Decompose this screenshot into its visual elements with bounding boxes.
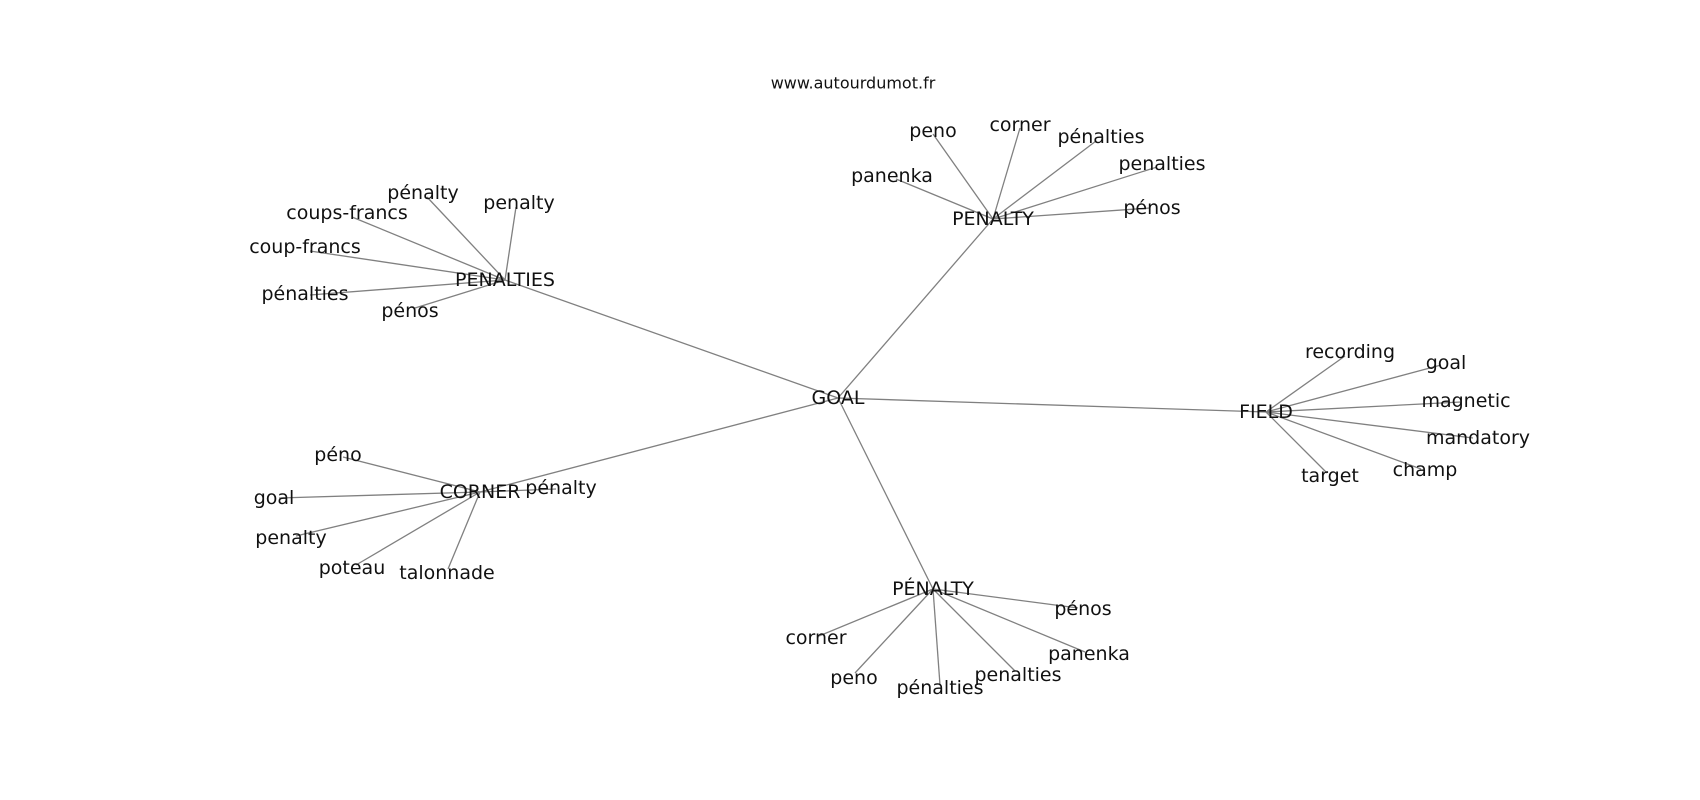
edge-cluster-to-leaf — [818, 588, 934, 637]
leaf-node-label[interactable]: goal — [254, 487, 295, 509]
leaf-node-label[interactable]: champ — [1393, 459, 1458, 481]
cluster-node-label[interactable]: CORNER — [440, 481, 521, 503]
leaf-node-label[interactable]: penalty — [255, 527, 326, 549]
edge-cluster-to-leaf — [309, 279, 506, 296]
leaf-node-label[interactable]: pénalties — [896, 677, 983, 699]
leaf-node-label[interactable]: pénos — [381, 300, 438, 322]
edge-root-to-cluster — [837, 218, 994, 399]
edge-cluster-to-leaf — [1265, 355, 1346, 413]
edge-cluster-to-leaf — [932, 133, 994, 220]
edge-root-to-cluster — [479, 397, 839, 493]
edge-cluster-to-leaf — [992, 207, 1151, 220]
leaf-node-label[interactable]: pénalties — [261, 283, 348, 305]
edge-cluster-to-leaf — [992, 166, 1158, 220]
leaf-node-label[interactable]: coup-francs — [249, 236, 361, 258]
edge-cluster-to-leaf — [309, 250, 506, 281]
leaf-node-label[interactable]: poteau — [319, 557, 386, 579]
edge-cluster-to-leaf — [479, 488, 557, 493]
edge-cluster-to-leaf — [932, 588, 1086, 653]
leaf-node-label[interactable]: penalties — [1118, 153, 1205, 175]
edge-cluster-to-leaf — [351, 216, 506, 281]
cluster-node-label[interactable]: PÉNALTY — [892, 577, 974, 600]
leaf-node-label[interactable]: talonnade — [399, 562, 494, 584]
leaf-node-label[interactable]: recording — [1305, 341, 1395, 363]
graph-edges — [278, 127, 1474, 686]
leaf-node-label[interactable]: pénalties — [1057, 126, 1144, 148]
edge-cluster-to-leaf — [1265, 411, 1422, 470]
edge-cluster-to-leaf — [932, 588, 941, 686]
leaf-node-label[interactable]: goal — [1426, 352, 1467, 374]
edge-cluster-to-leaf — [278, 491, 481, 499]
cluster-node-label[interactable]: FIELD — [1239, 401, 1293, 423]
cluster-node-label[interactable]: PENALTIES — [455, 269, 555, 291]
edge-cluster-to-leaf — [932, 588, 1016, 672]
edge-root-to-cluster — [837, 397, 1267, 413]
leaf-node-label[interactable]: peno — [909, 120, 956, 142]
edge-cluster-to-leaf — [504, 206, 517, 281]
leaf-node-label[interactable]: corner — [989, 114, 1050, 136]
leaf-node-label[interactable]: pénos — [1054, 598, 1111, 620]
edge-root-to-cluster — [504, 279, 839, 399]
leaf-node-label[interactable]: mandatory — [1426, 427, 1530, 449]
leaf-node-label[interactable]: target — [1301, 465, 1359, 487]
source-credit: www.autourdumot.fr — [771, 74, 936, 93]
edge-cluster-to-leaf — [342, 456, 481, 493]
leaf-node-label[interactable]: pénalty — [387, 182, 458, 204]
edge-cluster-to-leaf — [447, 491, 481, 570]
edge-cluster-to-leaf — [992, 140, 1097, 220]
leaf-node-label[interactable]: magnetic — [1421, 390, 1510, 412]
edge-cluster-to-leaf — [895, 178, 994, 220]
edge-cluster-to-leaf — [992, 127, 1021, 220]
graph-labels: www.autourdumot.fr GOAL PENALTIES pénalty… — [249, 74, 1530, 700]
leaf-node-label[interactable]: peno — [830, 667, 877, 689]
edge-cluster-to-leaf — [1265, 411, 1328, 474]
edge-cluster-to-leaf — [414, 279, 506, 309]
edge-cluster-to-leaf — [355, 491, 481, 566]
edge-cluster-to-leaf — [854, 588, 934, 674]
edge-cluster-to-leaf — [1265, 411, 1474, 439]
leaf-node-label[interactable]: penalty — [483, 192, 554, 214]
leaf-node-label[interactable]: pénalty — [525, 477, 596, 499]
leaf-node-label[interactable]: penalties — [974, 664, 1061, 686]
edge-cluster-to-leaf — [1265, 364, 1442, 413]
leaf-node-label[interactable]: pénos — [1123, 197, 1180, 219]
leaf-node-label[interactable]: péno — [314, 444, 361, 466]
edge-root-to-cluster — [837, 397, 934, 590]
edge-cluster-to-leaf — [426, 196, 506, 281]
leaf-node-label[interactable]: coups-francs — [286, 202, 407, 224]
leaf-node-label[interactable]: corner — [785, 627, 846, 649]
edge-cluster-to-leaf — [295, 491, 481, 537]
leaf-node-label[interactable]: panenka — [1048, 643, 1130, 665]
edge-cluster-to-leaf — [932, 588, 1079, 609]
edge-cluster-to-leaf — [1265, 401, 1462, 413]
leaf-node-label[interactable]: panenka — [851, 165, 933, 187]
cluster-node-label[interactable]: PENALTY — [952, 208, 1034, 230]
root-node-label[interactable]: GOAL — [812, 387, 865, 409]
